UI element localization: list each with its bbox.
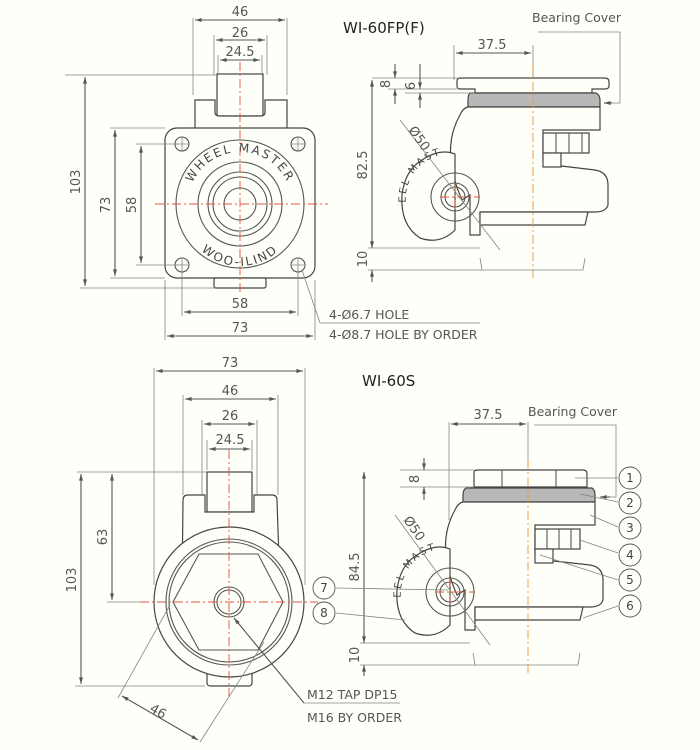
s-dim-63: 63 xyxy=(96,529,111,546)
hole-note-by-order: 4-Ø8.7 HOLE BY ORDER xyxy=(329,327,478,342)
s-dim-103: 103 xyxy=(65,568,80,593)
s-side-dim-37-5: 37.5 xyxy=(474,408,503,423)
svg-text:1: 1 xyxy=(626,471,634,485)
s-dim-24-5: 24.5 xyxy=(216,433,245,448)
s-front-view: WI-60S 73 46 26 24.5 103 xyxy=(65,356,415,743)
fp-dim-73v: 73 xyxy=(99,197,114,214)
s-wheel-dia: Ø50 xyxy=(400,514,428,545)
callout-3: 3 xyxy=(618,516,642,540)
s-dim-46: 46 xyxy=(222,384,239,399)
callout-7: 7 xyxy=(312,576,336,600)
callout-6: 6 xyxy=(618,594,642,618)
callout-2: 2 xyxy=(618,491,642,515)
s-dim-26: 26 xyxy=(222,409,239,424)
s-dim-46-diag: 46 xyxy=(147,701,169,722)
s-side-dim-8: 8 xyxy=(408,475,423,483)
s-side-dim-84-5: 84.5 xyxy=(348,553,363,582)
fp-side-dim-10: 10 xyxy=(356,251,371,268)
svg-text:7: 7 xyxy=(320,581,328,595)
svg-text:4: 4 xyxy=(626,548,634,562)
fp-dim-24-5: 24.5 xyxy=(226,45,255,60)
fp-side-dim-37-5: 37.5 xyxy=(478,38,507,53)
callout-8: 8 xyxy=(312,601,336,625)
fp-dim-73h: 73 xyxy=(232,321,249,336)
callout-5: 5 xyxy=(618,568,642,592)
svg-text:3: 3 xyxy=(626,521,634,535)
callout-4: 4 xyxy=(618,543,642,567)
svg-text:5: 5 xyxy=(626,573,634,587)
fp-side-dim-8: 8 xyxy=(379,80,394,88)
fp-side-dim-82-5: 82.5 xyxy=(356,151,371,180)
fp-wheel-dia: Ø50 xyxy=(405,124,433,155)
fp-dim-46: 46 xyxy=(232,5,249,20)
svg-text:2: 2 xyxy=(626,496,634,510)
bearing-cover-label: Bearing Cover xyxy=(532,10,622,25)
fp-dim-58v: 58 xyxy=(125,197,140,214)
fp-front-view: 46 26 24.5 WHEEL MASTER WOO-ILIND 103 xyxy=(65,5,480,342)
s-side-dim-10: 10 xyxy=(348,647,363,664)
fp-dim-103: 103 xyxy=(69,170,84,195)
s-dim-73: 73 xyxy=(222,356,239,371)
model-title-s: WI-60S xyxy=(362,372,415,390)
fp-dim-58h: 58 xyxy=(232,297,249,312)
tap-note: M12 TAP DP15 xyxy=(307,687,397,702)
tap-note-by-order: M16 BY ORDER xyxy=(307,710,402,725)
svg-text:6: 6 xyxy=(626,599,634,613)
model-title-fp: WI-60FP(F) xyxy=(343,19,425,37)
hole-note: 4-Ø6.7 HOLE xyxy=(329,307,409,322)
callout-1: 1 xyxy=(618,466,642,490)
fp-side-dim-6: 6 xyxy=(404,82,419,90)
svg-text:8: 8 xyxy=(320,606,328,620)
bearing-cover-label-s: Bearing Cover xyxy=(528,404,618,419)
fp-dim-26: 26 xyxy=(232,26,249,41)
